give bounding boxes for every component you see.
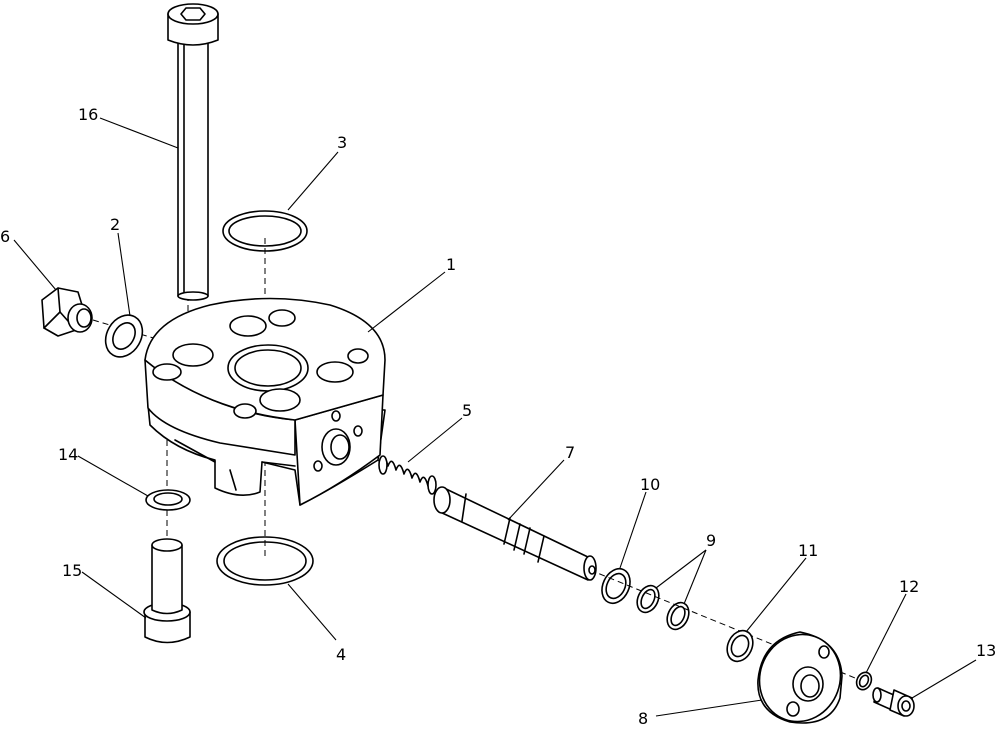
callout-7: 7	[565, 443, 575, 462]
callout-6: 6	[0, 227, 10, 246]
leader-10	[619, 491, 647, 569]
leader-5	[407, 417, 463, 463]
o-ring-4	[216, 536, 314, 586]
leader-6	[13, 239, 57, 291]
washer-11	[726, 629, 754, 663]
washer-12	[855, 671, 873, 691]
leader-9b	[683, 549, 707, 605]
washer-2	[104, 314, 144, 358]
washer-9b	[666, 601, 690, 631]
leader-4	[287, 583, 337, 641]
leader-8	[655, 699, 763, 717]
callout-3: 3	[337, 133, 347, 152]
callout-5: 5	[462, 401, 472, 420]
callout-11: 11	[798, 541, 818, 560]
callout-13: 13	[976, 641, 996, 660]
o-ring-3	[222, 210, 308, 252]
manifold-block-1	[144, 297, 386, 506]
leader-12	[865, 593, 907, 674]
callout-15: 15	[62, 561, 82, 580]
callout-labels: 16 3 6 2 1 5 7 10 9 11 12 13 8 14 15 4	[0, 105, 996, 728]
washer-14	[145, 489, 191, 511]
callout-16: 16	[78, 105, 98, 124]
washer-9a	[636, 584, 660, 614]
leader-lines	[13, 117, 977, 717]
callout-1: 1	[446, 255, 456, 274]
callout-4: 4	[336, 645, 346, 664]
callout-8: 8	[638, 709, 648, 728]
leader-15	[81, 571, 147, 619]
o-ring-10	[601, 567, 631, 605]
leader-14	[77, 455, 149, 497]
long-cap-screw-16	[167, 3, 219, 301]
callout-9: 9	[706, 531, 716, 550]
leader-3	[287, 151, 339, 211]
leader-1	[367, 271, 446, 333]
callout-14: 14	[58, 445, 78, 464]
leader-16	[99, 117, 179, 149]
leader-9a	[655, 549, 707, 589]
small-cap-screw-13	[872, 687, 915, 717]
spring-5	[378, 455, 437, 495]
leader-11	[745, 557, 807, 633]
leader-2	[117, 232, 131, 317]
leader-7	[507, 459, 565, 521]
spool-7	[433, 486, 597, 581]
leader-13	[911, 659, 977, 699]
cap-screw-15	[143, 538, 191, 644]
callout-2: 2	[110, 215, 120, 234]
end-cap-8	[757, 631, 843, 724]
hex-plug-6	[41, 287, 93, 337]
callout-10: 10	[640, 475, 660, 494]
callout-12: 12	[899, 577, 919, 596]
